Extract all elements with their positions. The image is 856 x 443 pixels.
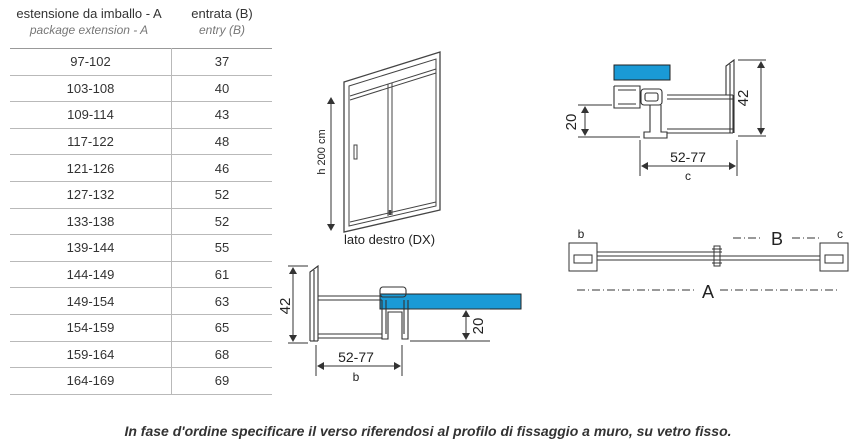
entry-cell: 69	[171, 367, 272, 395]
profile-top-glass-panel	[613, 64, 671, 81]
profile-top-width-label: 52-77	[670, 149, 706, 165]
plan-view	[568, 242, 849, 272]
column-header-extension: estensione da imballo - A package extens…	[8, 6, 170, 38]
extension-cell: 97-102	[10, 48, 172, 76]
entry-cell: 40	[171, 74, 272, 103]
profile-bottom-glass-panel	[379, 293, 522, 310]
extension-cell: 154-159	[10, 313, 172, 342]
profile-bottom-section	[309, 264, 409, 342]
column-header-entry: entrata (B) entry (B)	[172, 6, 272, 38]
extension-cell: 133-138	[10, 207, 172, 236]
profile-bottom-dim-letter: b	[353, 370, 360, 384]
column-header-entry-sub: entry (B)	[198, 23, 245, 37]
plan-dimensions	[577, 237, 840, 291]
plan-entry-letter: B	[771, 229, 783, 249]
profile-bottom-offset-label: 20	[470, 318, 487, 335]
door-caption: lato destro (DX)	[344, 232, 435, 247]
door-perspective	[343, 51, 441, 233]
extension-cell: 159-164	[10, 340, 172, 369]
profile-top-offset-label: 20	[563, 114, 580, 131]
extension-cell: 139-144	[10, 234, 172, 262]
plan-left-letter: b	[578, 227, 585, 241]
profile-top-dim-letter: c	[685, 169, 691, 183]
profile-top-dimensions	[578, 59, 766, 176]
extension-cell: 127-132	[10, 180, 172, 209]
profile-bottom-dimensions	[288, 265, 490, 376]
column-header-extension-sub: package extension - A	[29, 23, 149, 37]
entry-cell: 46	[171, 154, 272, 182]
entry-cell: 65	[171, 313, 272, 342]
plan-right-letter: c	[837, 227, 843, 241]
entry-cell: 52	[171, 180, 272, 209]
profile-bottom-width-label: 52-77	[338, 349, 374, 365]
plan-overall-letter: A	[702, 282, 714, 302]
door-height-label: h 200 cm	[316, 129, 328, 174]
extension-cell: 103-108	[10, 74, 172, 103]
entry-cell: 61	[171, 260, 272, 289]
profile-bottom-height-label: 42	[277, 298, 294, 315]
extension-cell: 117-122	[10, 127, 172, 156]
extension-cell: 164-169	[10, 367, 172, 395]
extension-cell: 121-126	[10, 154, 172, 182]
profile-top-section	[613, 58, 735, 139]
order-note: In fase d'ordine specificare il verso ri…	[124, 423, 732, 439]
profile-top-height-label: 42	[735, 90, 752, 107]
column-header-extension-label: estensione da imballo - A	[16, 6, 162, 21]
entry-cell: 52	[171, 207, 272, 236]
column-header-entry-label: entrata (B)	[191, 6, 253, 21]
